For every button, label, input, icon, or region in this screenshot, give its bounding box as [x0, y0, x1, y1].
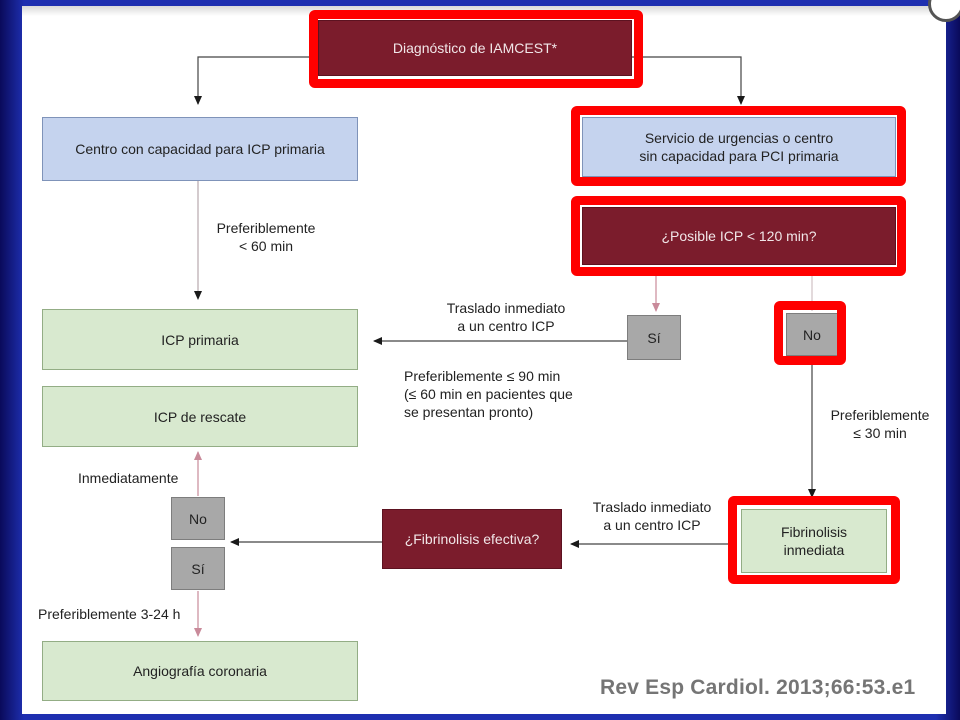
connector-diagnosis-left [194, 56, 318, 105]
transfer-top-label: Traslado inmediato a un centro ICP [446, 300, 566, 334]
connector-diagnosis-right [632, 56, 745, 105]
no-left-box: No [171, 497, 225, 540]
transfer-bottom-label: Traslado inmediato a un centro ICP [592, 499, 712, 533]
pref-60-label: Preferiblemente < 60 min [216, 220, 316, 254]
primary-icp-box: ICP primaria [42, 309, 358, 370]
no-top-box: No [786, 313, 838, 356]
pref-90-label: Preferiblemente ≤ 90 min (≤ 60 min en pa… [404, 368, 573, 420]
immediate-fibrinolysis-box: Fibrinolisis inmediata [741, 509, 887, 573]
angiography-box: Angiografía coronaria [42, 641, 358, 701]
pref-30-label: Preferiblemente ≤ 30 min [830, 407, 930, 441]
fibrinolysis-effective-box: ¿Fibrinolisis efectiva? [382, 509, 562, 569]
yes-left-box: Sí [171, 547, 225, 590]
possible-icp-box: ¿Posible ICP < 120 min? [582, 207, 896, 265]
pci-center-box: Centro con capacidad para ICP primaria [42, 117, 358, 181]
immediately-label: Inmediatamente [78, 470, 179, 486]
corner-circle-icon [928, 0, 960, 22]
citation-text: Rev Esp Cardiol. 2013;66:53.e1 [600, 676, 916, 699]
yes-top-box: Sí [627, 315, 681, 360]
diagnosis-box: Diagnóstico de IAMCEST* [318, 20, 632, 76]
emergency-service-box: Servicio de urgencias o centro sin capac… [582, 117, 896, 177]
pref-3-24-label: Preferiblemente 3-24 h [38, 606, 181, 622]
rescue-icp-box: ICP de rescate [42, 386, 358, 447]
